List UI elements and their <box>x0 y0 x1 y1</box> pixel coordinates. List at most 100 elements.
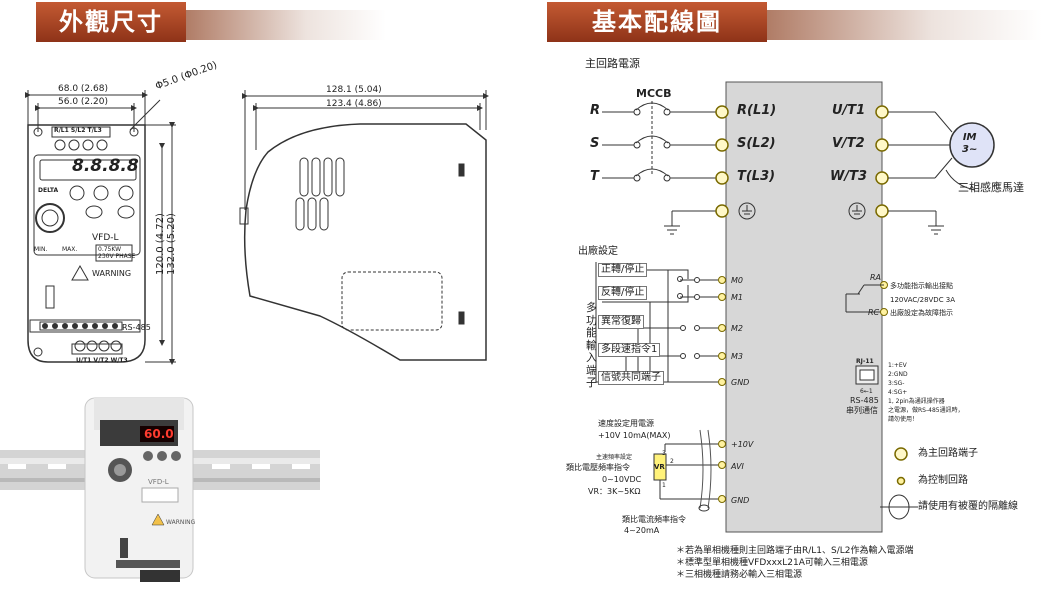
input-t: T <box>590 169 599 184</box>
multi-input-label: 多 功 能 輸 入 端 子 <box>586 301 597 389</box>
rating-plate: 0.75KW 230V PHASE <box>98 246 136 260</box>
vr-pin-1: 1 <box>662 482 666 489</box>
rj11-serial: 串列通信 <box>846 406 878 415</box>
rj11-port <box>855 365 879 385</box>
rj11-note-1: 1:+EV <box>888 362 907 369</box>
rj11-label: RJ-11 <box>856 358 874 365</box>
shield-icon <box>880 494 918 520</box>
func-reset: 異常復歸 <box>598 315 644 329</box>
analog-wiring <box>653 429 718 512</box>
term-v-t2: V/T2 <box>832 136 865 151</box>
bottom-terminal-label: U/T1 V/T2 W/T3 <box>76 357 128 364</box>
front-warning: WARNING <box>92 269 132 278</box>
current-range: 4~20mA <box>624 526 660 535</box>
vr-pin-3: 3 <box>662 450 666 457</box>
rj11-note-2: 2:GND <box>888 371 908 378</box>
term-w-t3: W/T3 <box>830 169 868 184</box>
dimensions-title: 外觀尺寸 <box>36 2 186 42</box>
front-terminal-marks <box>39 321 123 331</box>
drive-body <box>725 81 883 533</box>
wiring-title: 基本配線圖 <box>547 2 767 42</box>
ctrl-m1: M1 <box>731 293 743 302</box>
main-circuit-terminals <box>715 105 889 218</box>
relay-desc-1: 多功能指示輸出接點 <box>890 282 953 290</box>
top-terminal-label: R/L1 S/L2 T/L3 <box>54 127 102 134</box>
power-title: 速度設定用電源 <box>598 419 654 428</box>
ctrl-gnd: GND <box>731 378 750 387</box>
front-display: 8.8.8.8 <box>72 156 139 176</box>
width-outer-dim: 68.0 (2.68) <box>58 84 108 94</box>
master-freq-label: 主速頻率設定 <box>596 454 633 461</box>
note-3: ＊三相機種請務必輸入三相電源 <box>676 570 803 580</box>
brand-label: DELTA <box>38 187 59 194</box>
input-r: R <box>590 103 601 118</box>
relay-desc-2: 120VAC/28VDC 3A <box>890 296 956 304</box>
term-r-l1: R(L1) <box>737 103 777 118</box>
term-10v: +10V <box>731 440 754 449</box>
front-model: VFD-L <box>92 233 119 243</box>
factory-setting-label: 出廠設定 <box>578 246 618 257</box>
note-1: ＊若為單相機種則主回路端子由R/L1、S/L2作為輸入電源端 <box>676 546 914 556</box>
vr-label: VR <box>654 463 665 471</box>
term-s-l2: S(L2) <box>737 136 776 151</box>
control-terminals <box>718 276 888 503</box>
rj11-note-5: 1, 2pin為通訊操作器 <box>888 398 945 405</box>
legend-main-circuit: 為主回路端子 <box>918 448 978 459</box>
rj11-note-7: 請勿使用！ <box>888 416 919 423</box>
input-s: S <box>590 136 600 151</box>
term-avi: AVI <box>731 462 744 471</box>
rj11-note-4: 4:SG+ <box>888 389 908 396</box>
main-power-label: 主回路電源 <box>585 57 640 70</box>
ctrl-m0: M0 <box>731 276 743 285</box>
rj11-note-3: 3:SG- <box>888 380 905 387</box>
legend-control-circuit: 為控制回路 <box>918 475 968 486</box>
photo-warning: WARNING <box>166 519 196 526</box>
output-wiring <box>888 111 976 235</box>
min-label: MIN. <box>34 246 48 253</box>
input-wiring <box>602 101 716 235</box>
func-common: 信號共同端子 <box>598 371 664 385</box>
ctrl-m3: M3 <box>731 352 743 361</box>
depth-outer-dim: 128.1 (5.04) <box>326 85 382 95</box>
legend-shielded-wire: 請使用有被覆的隔離線 <box>918 501 1018 512</box>
current-cmd-label: 類比電流頻率指令 <box>622 515 686 524</box>
width-inner-dim: 56.0 (2.20) <box>58 97 108 107</box>
relay-rc: RC <box>868 308 880 317</box>
banner-fade-left <box>186 10 386 40</box>
note-2: ＊標準型單相機種VFDxxxL21A可輸入三相電源 <box>676 558 868 568</box>
rj11-rs485: RS-485 <box>850 396 879 405</box>
term-t-l3: T(L3) <box>737 169 776 184</box>
banner-fade-right <box>767 10 1042 40</box>
analog-cmd-label: 類比電壓頻率指令 <box>566 463 630 472</box>
power-spec: +10V 10mA(MAX) <box>598 431 671 440</box>
mccb-label: MCCB <box>636 87 672 100</box>
vr-pin-2: 2 <box>670 458 674 465</box>
term-gnd-analog: GND <box>731 496 750 505</box>
rs485-label: RS-485 <box>122 323 151 332</box>
legend-icons <box>894 447 908 486</box>
ctrl-m2: M2 <box>731 324 743 333</box>
depth-inner-dim: 123.4 (4.86) <box>326 99 382 109</box>
front-view-drawing <box>25 90 176 365</box>
photo-display: 60.0 <box>144 427 174 441</box>
func-forward: 正轉/停止 <box>598 263 648 277</box>
motor-description: 三相感應馬達 <box>958 181 1024 194</box>
height-outer-dim: 132.0 (5.20) <box>166 213 177 275</box>
vr-spec: VR：3K~5KΩ <box>588 487 641 496</box>
analog-range: 0~10VDC <box>602 475 642 484</box>
motor-circle <box>949 122 995 168</box>
rj11-pins: 6←1 <box>860 388 873 395</box>
relay-ra: RA <box>870 273 882 282</box>
motor-label: IM 3~ <box>962 132 978 155</box>
ground-symbols <box>738 202 866 220</box>
func-reverse: 反轉/停止 <box>598 286 648 300</box>
relay-desc-3: 出廠設定為故障指示 <box>890 309 953 317</box>
rj11-note-6: 之電源，做RS-485通訊時， <box>888 407 964 414</box>
func-multispeed: 多段速指令1 <box>598 343 661 357</box>
photo-model: VFD-L <box>148 478 169 486</box>
side-view-drawing <box>239 90 489 361</box>
product-photo <box>0 397 320 582</box>
term-u-t1: U/T1 <box>832 103 866 118</box>
relay-contact <box>845 284 884 313</box>
